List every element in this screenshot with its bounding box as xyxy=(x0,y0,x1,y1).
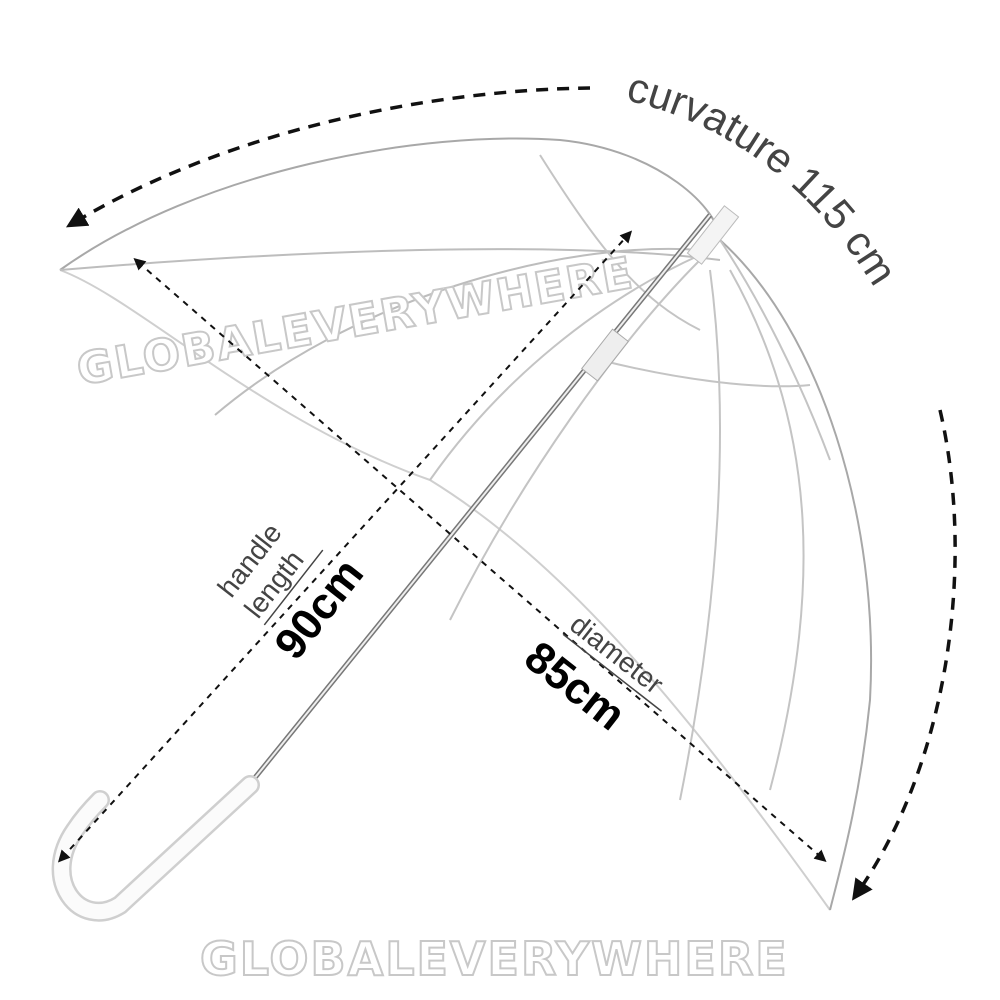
curvature-arrow-right xyxy=(852,409,957,901)
curvature-arrow-top xyxy=(65,86,591,228)
handle-length-label-group: handle length 90cm xyxy=(212,517,374,668)
curvature-label: curvature 115 cm xyxy=(623,63,907,293)
watermark: GLOBALEVERYWHERE xyxy=(73,248,638,396)
diameter-arrow xyxy=(133,258,827,862)
umbrella-canopy xyxy=(59,137,873,911)
diameter-label-group: diameter 85cm xyxy=(516,608,670,740)
watermark: GLOBALEVERYWHERE xyxy=(200,932,789,986)
